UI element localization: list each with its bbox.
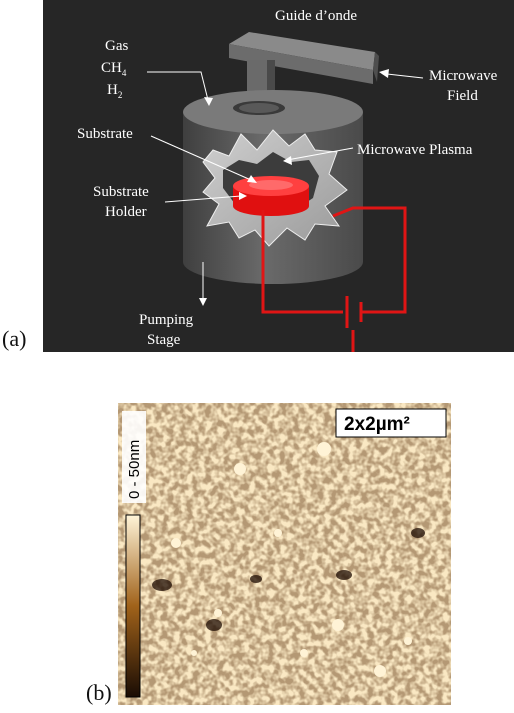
- afm-scale-label: 0 - 50nm: [126, 440, 143, 499]
- gas-species-ch: CH4: [101, 60, 127, 78]
- afm-svg: 0 - 50nm 2x2µm²: [118, 403, 451, 705]
- bias-circuit: [261, 206, 407, 352]
- afm-image: 0 - 50nm 2x2µm²: [118, 403, 451, 705]
- microwave-field-label-2: Field: [447, 88, 478, 104]
- waveguide-title: Guide d’onde: [275, 8, 357, 24]
- substrate-holder-label-1: Substrate: [93, 184, 149, 200]
- afm-bright-grains: [171, 442, 412, 677]
- leader-lines: [147, 71, 424, 300]
- arrowheads: [199, 69, 389, 306]
- pumping-stage-label-2: Stage: [147, 332, 181, 348]
- microwave-field-label-1: Microwave: [429, 68, 498, 84]
- afm-scan-size: 2x2µm²: [335, 408, 447, 438]
- gas-species-h: H2: [107, 82, 122, 100]
- pumping-stage-label-1: Pumping: [139, 312, 194, 328]
- reactor-diagram: Guide d’onde Gas CH4 H2 Microwave Field …: [43, 0, 514, 352]
- afm-scale-bar: 0 - 50nm: [122, 411, 146, 698]
- substrate-holder-label-2: Holder: [105, 204, 147, 220]
- afm-dark-pits: [152, 528, 425, 631]
- afm-scan-size-label: 2x2µm²: [344, 414, 410, 435]
- panel-b-label: (b): [86, 680, 112, 705]
- microwave-plasma-label: Microwave Plasma: [357, 142, 473, 158]
- gas-title: Gas: [105, 38, 128, 54]
- substrate-label: Substrate: [77, 126, 133, 142]
- reactor-svg: Guide d’onde Gas CH4 H2 Microwave Field …: [77, 8, 498, 352]
- panel-a-label: (a): [2, 326, 27, 351]
